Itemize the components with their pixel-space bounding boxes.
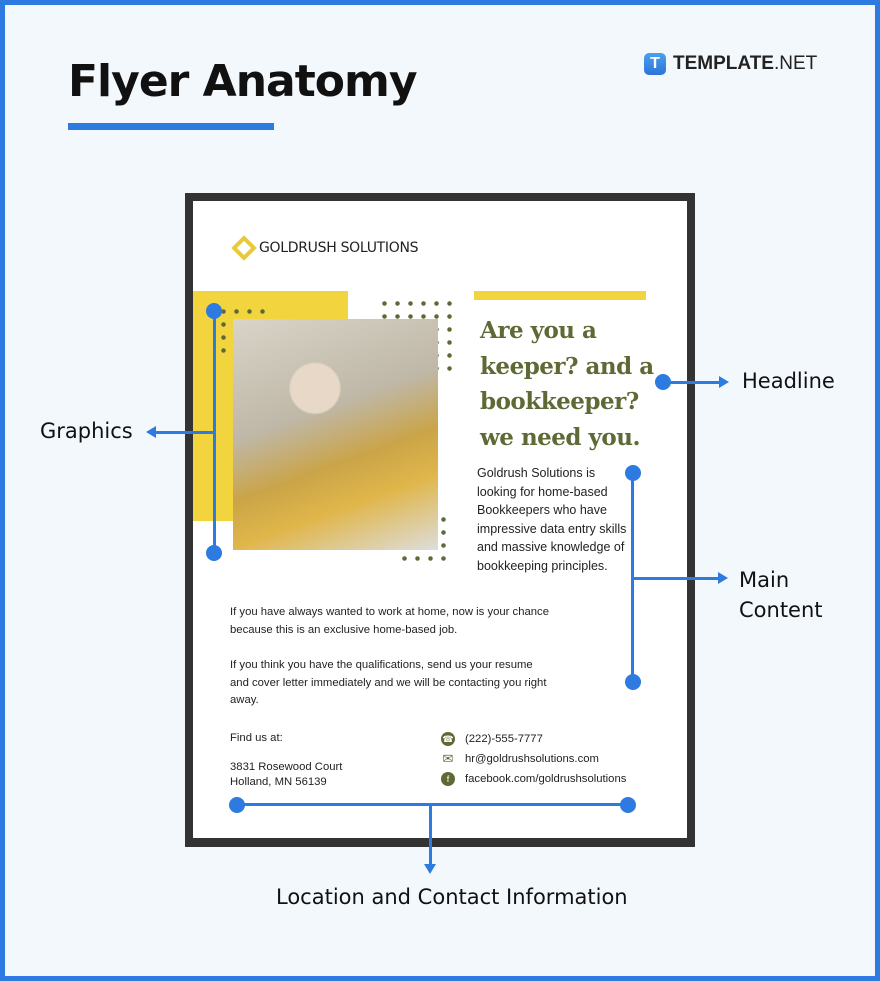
arrow-down-icon xyxy=(424,864,436,874)
brand-name: GOLDRUSH SOLUTIONS xyxy=(259,240,419,256)
contact-list: ☎(222)-555-7777 ✉hr@goldrushsolutions.co… xyxy=(441,729,626,789)
facebook-icon: f xyxy=(441,772,455,786)
graphics-connector xyxy=(156,431,214,434)
flyer-brand: GOLDRUSH SOLUTIONS xyxy=(231,235,419,261)
graphics-label: Graphics xyxy=(40,419,133,443)
main-content-label: Main Content xyxy=(739,568,823,622)
main-content-connector xyxy=(632,577,718,580)
main-content-dot-top xyxy=(625,465,641,481)
headline-label: Headline xyxy=(742,369,835,393)
graphics-dot-bottom xyxy=(206,545,222,561)
address-line-1: 3831 Rosewood Court xyxy=(230,761,343,773)
contact-connector xyxy=(429,804,432,864)
arrow-right-icon xyxy=(719,376,729,388)
goldrush-logo-icon xyxy=(231,235,257,261)
yellow-bar xyxy=(474,291,646,300)
contact-dot-left xyxy=(229,797,245,813)
address-line-2: Holland, MN 56139 xyxy=(230,776,327,788)
find-us-label: Find us at: xyxy=(230,732,283,744)
logo-suffix: .NET xyxy=(773,53,818,74)
contact-bracket xyxy=(237,803,628,806)
contact-email: ✉hr@goldrushsolutions.com xyxy=(442,751,599,766)
contact-dot-right xyxy=(620,797,636,813)
phone-icon: ☎ xyxy=(441,732,455,746)
graphics-bracket xyxy=(213,311,216,554)
main-content-dot-bottom xyxy=(625,674,641,690)
page-title: Flyer Anatomy xyxy=(68,56,418,107)
arrow-left-icon xyxy=(146,426,156,438)
contact-phone: ☎(222)-555-7777 xyxy=(441,732,543,746)
intro-text: Goldrush Solutions is looking for home-b… xyxy=(477,466,627,573)
paragraph-1: If you have always wanted to work at hom… xyxy=(230,606,549,636)
woman-with-folder-photo xyxy=(233,319,438,550)
mail-icon: ✉ xyxy=(442,751,454,766)
headline: Are you a keeper? and a bookkeeper? we n… xyxy=(480,317,654,451)
contact-label: Location and Contact Information xyxy=(276,885,628,909)
arrow-right-icon xyxy=(718,572,728,584)
logo-name: TEMPLATE xyxy=(673,53,774,74)
paragraph-2: If you think you have the qualifications… xyxy=(230,659,547,706)
title-underline xyxy=(68,123,274,130)
graphics-dot-top xyxy=(206,303,222,319)
headline-connector xyxy=(663,381,719,384)
flyer: GOLDRUSH SOLUTIONS Are you a keeper? and… xyxy=(193,201,687,838)
template-net-logo: T TEMPLATE.NET xyxy=(644,53,817,75)
template-logo-icon: T xyxy=(644,53,666,75)
